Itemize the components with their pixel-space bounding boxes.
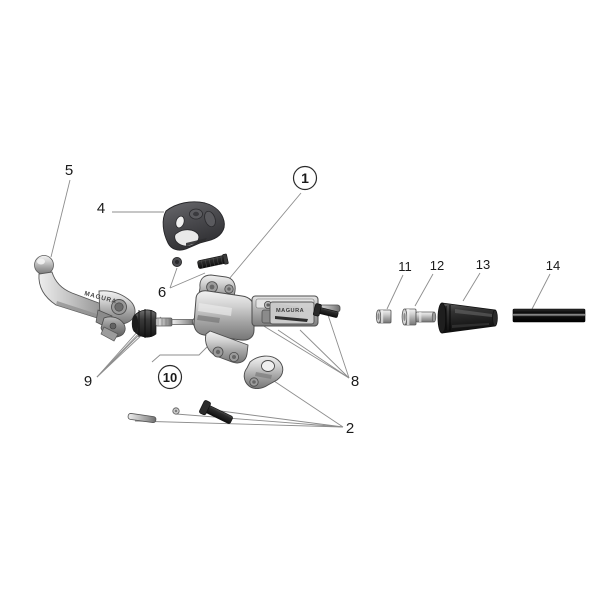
clamp-bolt-large-icon: [199, 400, 233, 424]
leader-13: [462, 272, 481, 302]
leader-12: [414, 273, 434, 307]
callout-4-label[interactable]: 4: [97, 200, 105, 217]
leader-8-d: [327, 314, 350, 379]
callout-13-label[interactable]: 13: [476, 257, 490, 272]
part-hose-protection-boot: [437, 302, 498, 334]
callout-9-label[interactable]: 9: [84, 373, 92, 390]
callout-2-label[interactable]: 2: [346, 420, 354, 437]
leader-14: [531, 273, 551, 310]
part-clamp-bolts: [313, 303, 339, 318]
leader-2-d: [134, 420, 344, 428]
part-lever-cover-shroud: [162, 201, 225, 251]
part-hose-sleeve-ring: [375, 309, 392, 324]
leader-10: [151, 346, 208, 363]
part-brake-lever-blade: MAGURA: [34, 255, 136, 342]
callout-14-label[interactable]: 14: [546, 258, 560, 273]
leader-11: [386, 274, 404, 310]
part-master-cylinder-body: MAGURA: [193, 274, 341, 364]
callout-10-circle: [157, 364, 183, 390]
callout-11-label[interactable]: 11: [398, 259, 412, 274]
part-lever-pivot-hardware: [131, 309, 202, 338]
part-pivot-nut-and-screw: [171, 253, 229, 269]
part-handlebar-clamp-half: [127, 355, 284, 424]
clamp-pin-icon: [127, 413, 157, 423]
leader-2-c: [175, 413, 344, 428]
leader-6-b: [169, 272, 206, 289]
callout-1-label: 1: [301, 170, 309, 186]
part-brake-hose: [512, 308, 586, 323]
clamp-bolt-icon: [313, 303, 339, 318]
leader-5: [50, 179, 71, 258]
callout-8-label[interactable]: 8: [351, 373, 359, 390]
grub-screw-icon: [197, 253, 229, 269]
leader-8-a: [261, 324, 350, 379]
rubber-bellows-icon: [131, 309, 157, 338]
leader-2-b: [212, 409, 344, 428]
leader-lines: [50, 179, 551, 428]
callout-5-label[interactable]: 5: [65, 162, 73, 179]
callout-labels: 1 10 2 4 5 6 8 9 11 12 13 14: [65, 162, 560, 437]
callout-12-label[interactable]: 12: [430, 258, 444, 273]
leader-8-c: [299, 329, 350, 379]
callout-6-label[interactable]: 6: [158, 284, 166, 301]
body-brand-text: MAGURA: [276, 308, 304, 314]
callout-10[interactable]: 10: [157, 364, 183, 390]
leader-1: [228, 192, 302, 280]
callout-1[interactable]: 1: [292, 165, 318, 191]
callout-1-circle: [292, 165, 318, 191]
leader-2-a: [267, 376, 344, 428]
leader-6-a: [169, 267, 178, 289]
part-hose-ferrule-olive: [401, 308, 437, 326]
leader-8-b: [277, 329, 350, 379]
callout-10-label: 10: [163, 370, 177, 385]
